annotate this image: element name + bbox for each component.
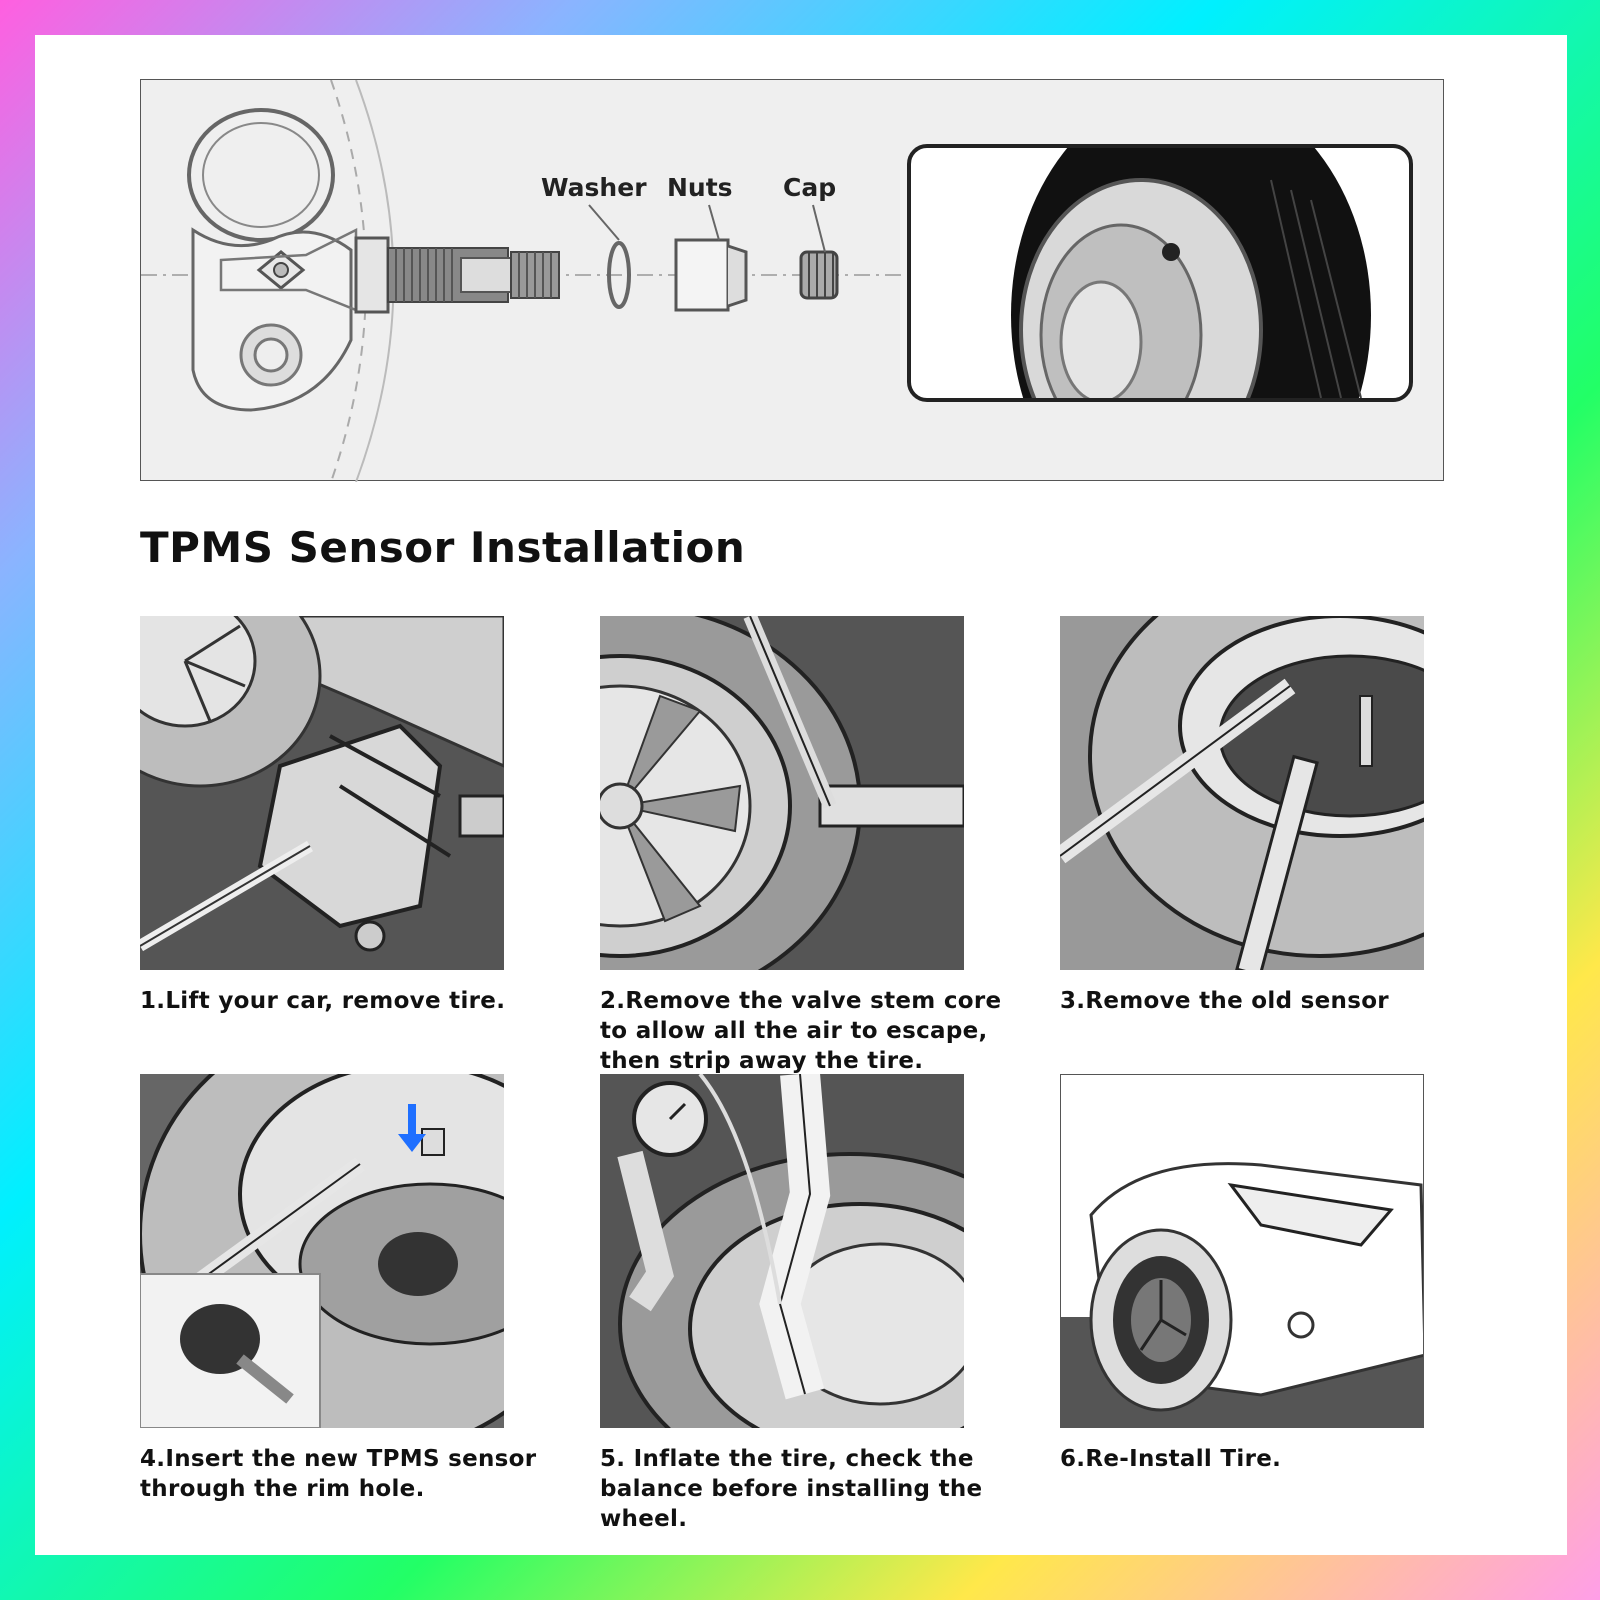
step-3-caption: 3.Remove the old sensor xyxy=(1060,986,1460,1016)
cap-label: Cap xyxy=(783,173,837,202)
tire-inset xyxy=(907,144,1413,402)
step-4-image xyxy=(140,1074,504,1428)
nut-part xyxy=(674,204,748,312)
step-1-image xyxy=(140,616,504,970)
step-caption-line: balance before installing the xyxy=(600,1476,983,1502)
step-caption-line: through the rim hole. xyxy=(140,1476,425,1502)
step-5-caption: 5. Inflate the tire, check the balance b… xyxy=(600,1444,1000,1534)
step-caption-line: 6.Re-Install Tire. xyxy=(1060,1446,1282,1472)
valve-stem-diagram: Washer Nuts Cap xyxy=(140,79,1444,482)
step-caption-line: 3.Remove the old sensor xyxy=(1060,988,1389,1014)
page-title: TPMS Sensor Installation xyxy=(140,523,746,572)
step-caption-line: then strip away the tire. xyxy=(600,1048,924,1074)
step-caption-line: to allow all the air to escape, xyxy=(600,1018,988,1044)
step-caption-line: 2.Remove the valve stem core xyxy=(600,988,1002,1014)
product-sheet: Washer Nuts Cap TPMS Sensor Installation… xyxy=(35,35,1567,1555)
step-3-image xyxy=(1060,616,1424,970)
step-caption-line: wheel. xyxy=(600,1506,688,1532)
sensor-body xyxy=(187,108,358,412)
cap-part xyxy=(799,204,839,300)
step-caption-line: 1.Lift your car, remove tire. xyxy=(140,988,506,1014)
nuts-label: Nuts xyxy=(667,173,733,202)
washer-label: Washer xyxy=(541,173,647,202)
step-caption-line: 4.Insert the new TPMS sensor xyxy=(140,1446,537,1472)
step-4-caption: 4.Insert the new TPMS sensor through the… xyxy=(140,1444,540,1504)
step-6-caption: 6.Re-Install Tire. xyxy=(1060,1444,1460,1474)
washer-part xyxy=(588,204,631,309)
step-2-caption: 2.Remove the valve stem core to allow al… xyxy=(600,986,1002,1076)
valve-stem xyxy=(354,236,560,314)
step-caption-line: 5. Inflate the tire, check the xyxy=(600,1446,974,1472)
insert-arrow-icon xyxy=(398,1104,426,1152)
step-1-caption: 1.Lift your car, remove tire. xyxy=(140,986,540,1016)
step-5-image xyxy=(600,1074,964,1428)
step-2-image xyxy=(600,616,964,970)
exploded-parts-drawing xyxy=(141,80,1413,482)
step-6-image xyxy=(1060,1074,1424,1428)
